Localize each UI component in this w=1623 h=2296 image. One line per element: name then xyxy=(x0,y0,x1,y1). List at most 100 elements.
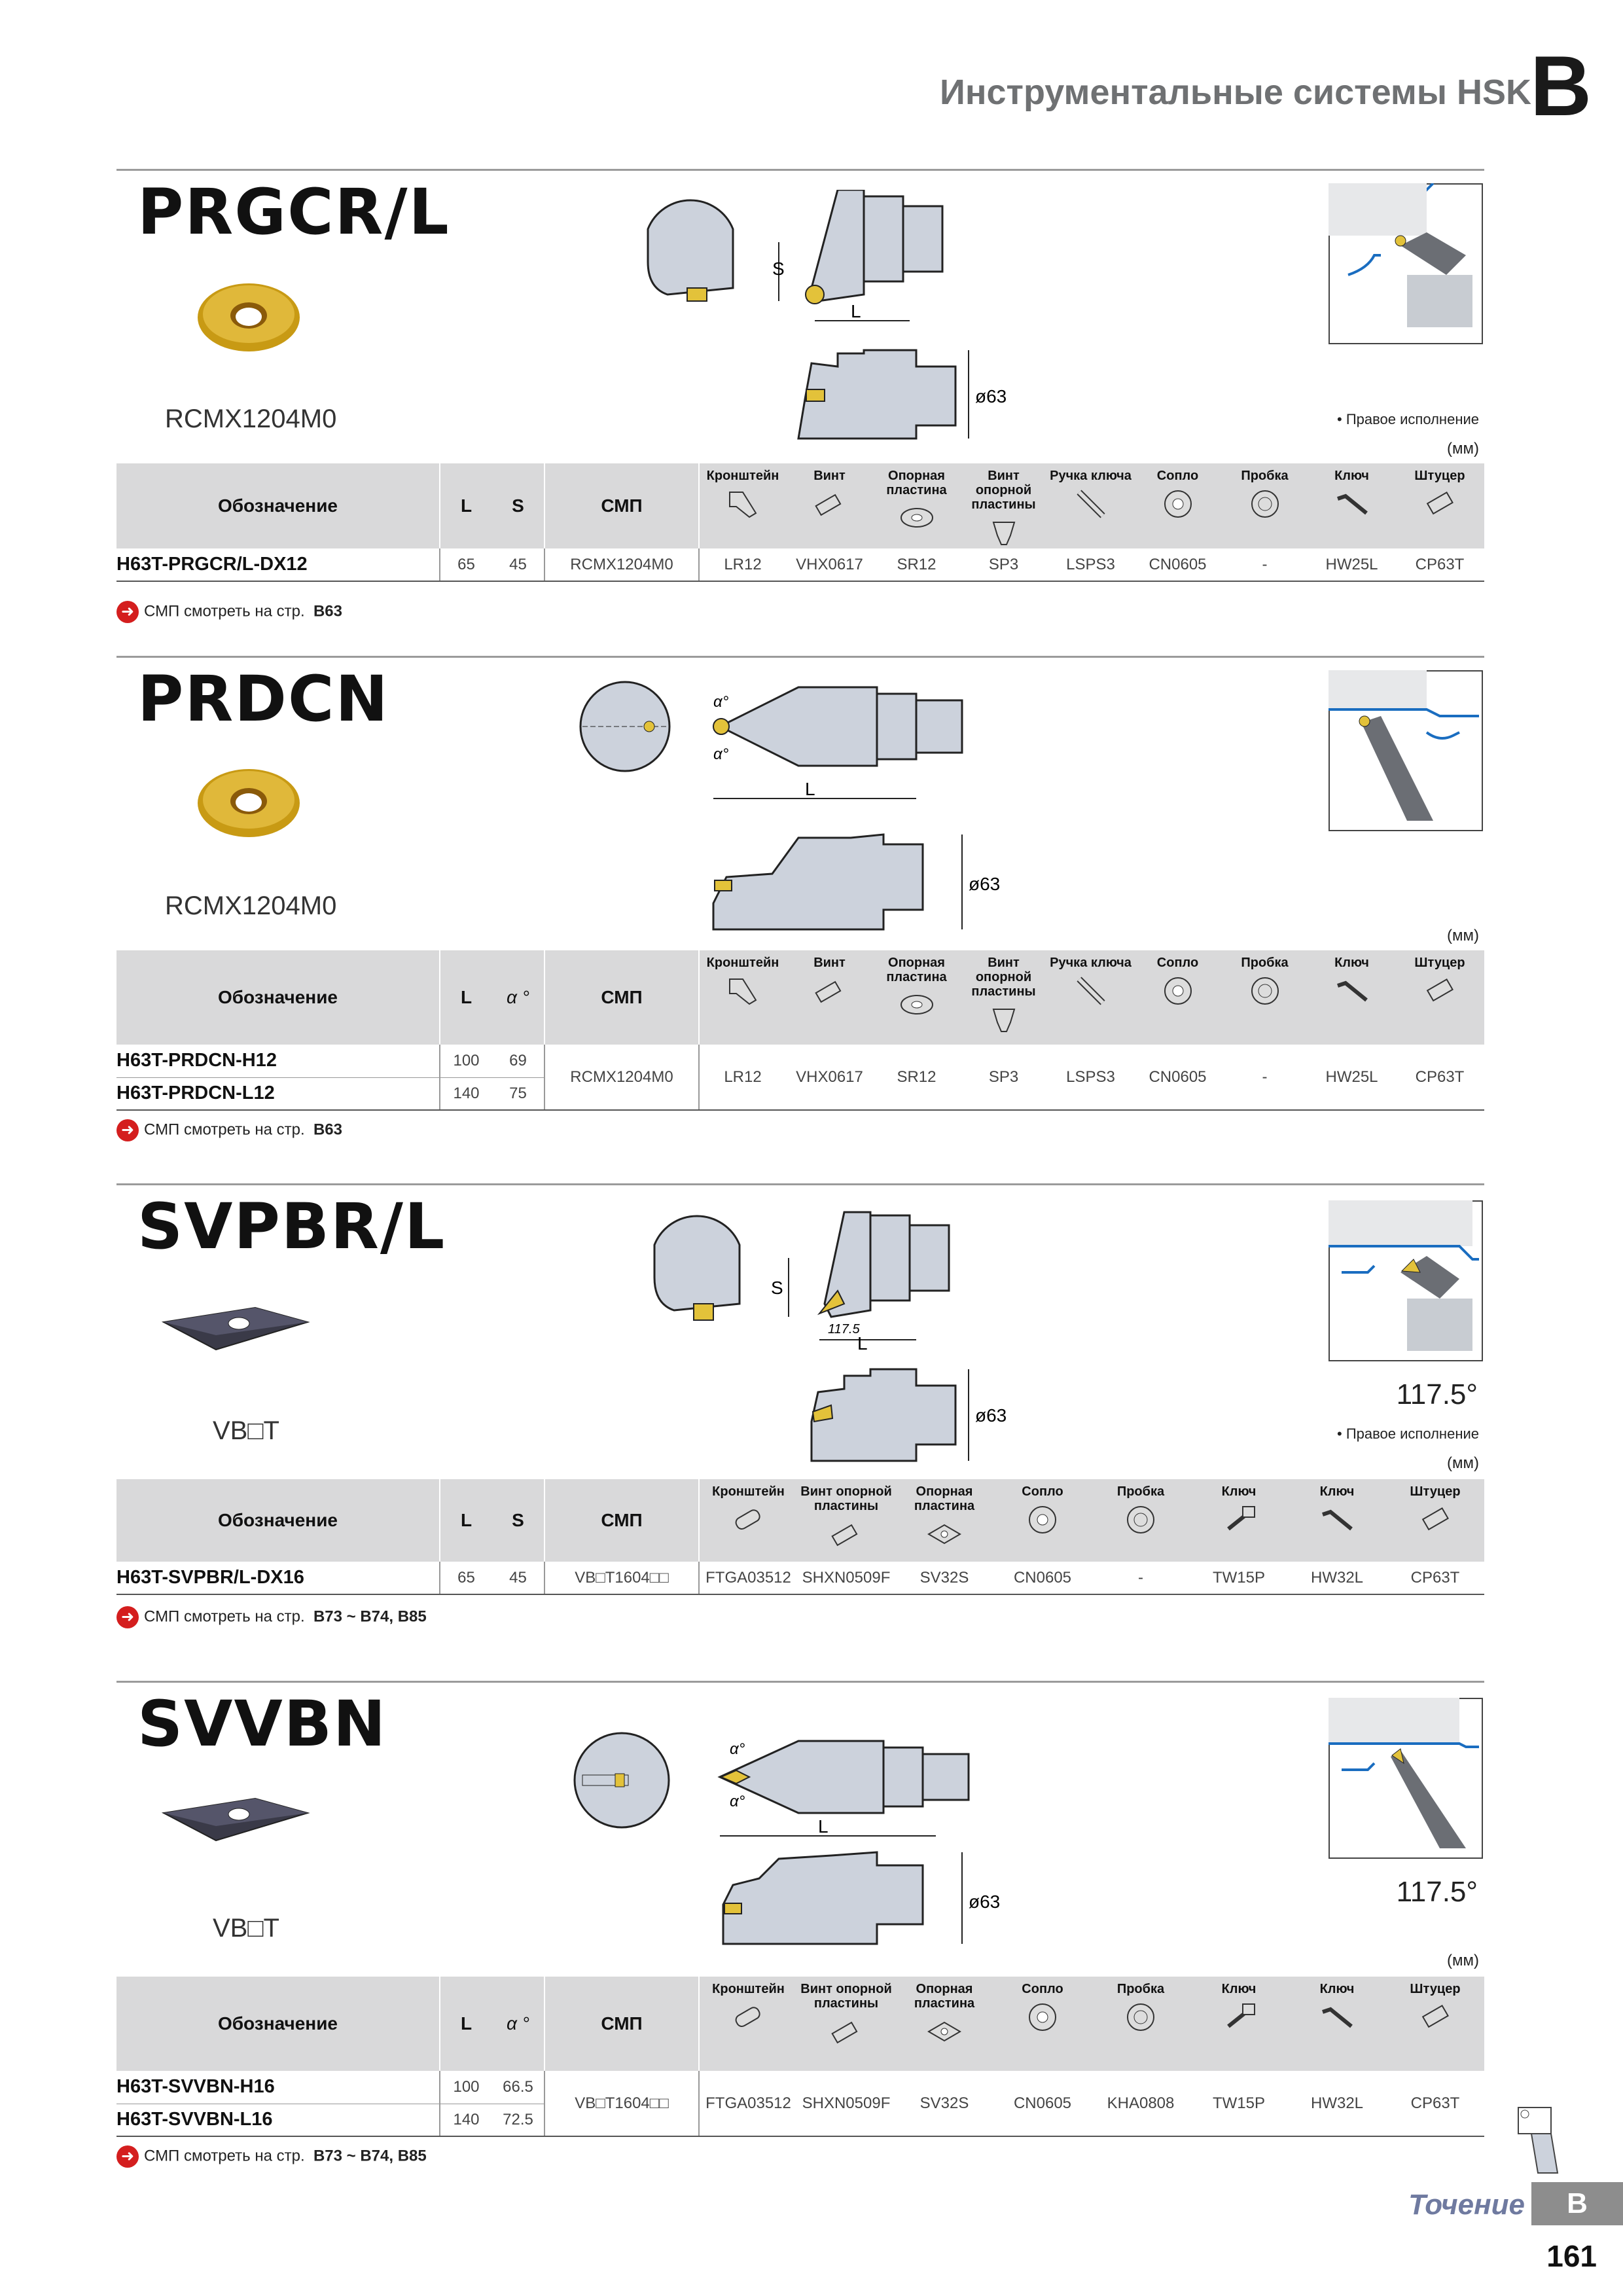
header-l: L xyxy=(439,463,492,548)
hex-key-icon xyxy=(1336,493,1368,515)
header-insert: СМП xyxy=(544,463,699,548)
header-part: Штуцер xyxy=(1395,463,1484,548)
table-row: H63T-PRDCN-L12 140 75 xyxy=(116,1077,1484,1111)
header-insert: СМП xyxy=(544,950,699,1045)
nozzle-icon xyxy=(1029,2003,1056,2031)
header-part: Ключ xyxy=(1288,1479,1386,1562)
section-divider xyxy=(116,1681,1484,1683)
page-reference[interactable]: ➜СМП смотреть на стр. B73 ~ B74, B85 xyxy=(116,2145,427,2168)
plug-icon xyxy=(1251,977,1279,1005)
shim-screw-icon xyxy=(831,2021,858,2044)
header-part: Пробка xyxy=(1092,1479,1190,1562)
units-label: (мм) xyxy=(1447,927,1479,944)
footer-chapter-tab[interactable]: B xyxy=(1531,2182,1623,2225)
header-l: L xyxy=(439,950,492,1045)
page-reference[interactable]: ➜СМП смотреть на стр. B73 ~ B74, B85 xyxy=(116,1606,427,1628)
page-reference[interactable]: ➜СМП смотреть на стр. B63 xyxy=(116,1119,342,1141)
units-label: (мм) xyxy=(1447,1952,1479,1969)
chapter-letter: B xyxy=(1530,38,1592,134)
dim-label-s: S xyxy=(771,1278,783,1298)
header-part: Винт xyxy=(786,950,873,1045)
round-insert-image xyxy=(198,769,300,837)
diameter-label: ø63 xyxy=(969,874,1000,894)
shim-screw-icon xyxy=(992,522,1015,545)
table-row: H63T-SVVBN-L16 140 72.5 xyxy=(116,2104,1484,2137)
header-part: Штуцер xyxy=(1395,950,1484,1045)
tool-drawing: S 117.5 L ø63 xyxy=(653,1211,1007,1462)
header-s: S xyxy=(492,1479,544,1562)
header-part: Кронштейн xyxy=(698,950,786,1045)
section-title: PRGCR/L xyxy=(137,175,450,249)
header-part: Кронштейн xyxy=(698,1977,797,2071)
tool-drawing: α° α° L ø63 xyxy=(573,1732,1000,1945)
screw-icon xyxy=(814,493,841,516)
shim-screw-icon xyxy=(992,1009,1015,1032)
diameter-label: ø63 xyxy=(975,386,1007,406)
spec-table: Обозначение L α ° СМП Кронштейн Винт Опо… xyxy=(116,950,1484,1111)
hex-key-icon xyxy=(1322,1509,1353,1531)
key-handle-icon xyxy=(1076,490,1105,518)
nozzle-icon xyxy=(1164,490,1192,518)
header-part: Винт опорной пластины xyxy=(797,1977,895,2071)
header-part: Пробка xyxy=(1221,463,1308,548)
page-reference[interactable]: ➜СМП смотреть на стр. B63 xyxy=(116,601,342,623)
header-part: Сопло xyxy=(1134,463,1221,548)
section-divider xyxy=(116,169,1484,171)
header-part: Ключ xyxy=(1190,1977,1288,2071)
diameter-label: ø63 xyxy=(969,1892,1000,1912)
rhombic-insert-image xyxy=(161,1797,310,1842)
header-part: Ручка ключа xyxy=(1047,463,1134,548)
approach-angle: 117.5° xyxy=(1396,1876,1478,1908)
header-part: Сопло xyxy=(993,1977,1092,2071)
header-part: Винт опорной пластины xyxy=(960,463,1047,548)
header-part: Опорная пластина xyxy=(895,1479,993,1562)
header-part: Ключ xyxy=(1308,950,1395,1045)
section-title: SVVBN xyxy=(137,1687,387,1761)
shim-icon xyxy=(927,2021,961,2042)
table-row: H63T-SVPBR/L-DX16 65 45 VB□T1604□□ FTGA0… xyxy=(116,1562,1484,1595)
header-insert: СМП xyxy=(544,1479,699,1562)
header-part: Кронштейн xyxy=(698,1479,797,1562)
shim-icon xyxy=(927,1524,961,1545)
right-hand-note: • Правое исполнение xyxy=(1337,1426,1479,1442)
dim-label-alpha: α° xyxy=(713,745,729,763)
nozzle-icon xyxy=(1164,977,1192,1005)
dim-label-angle: 117.5 xyxy=(828,1322,860,1336)
screw-icon xyxy=(814,980,841,1003)
table-row: H63T-SVVBN-H16 100 66.5 VB□T1604□□ FTGA0… xyxy=(116,2071,1484,2137)
arrow-right-icon: ➜ xyxy=(116,1606,139,1628)
spec-table: Обозначение L S СМП Кронштейн Винт Опорн… xyxy=(116,463,1484,582)
spec-table: Обозначение L α ° СМП Кронштейн Винт опо… xyxy=(116,1977,1484,2137)
coupling-icon xyxy=(1421,2004,1449,2028)
header-alpha: α ° xyxy=(492,1977,544,2071)
rhombic-insert-image xyxy=(161,1306,310,1351)
insert-code: RCMX1204M0 xyxy=(165,891,337,920)
dim-label-l: L xyxy=(818,1816,829,1837)
spec-table: Обозначение L S СМП Кронштейн Винт опорн… xyxy=(116,1479,1484,1595)
header-part: Винт опорной пластины xyxy=(797,1479,895,1562)
right-hand-note: • Правое исполнение xyxy=(1337,411,1479,427)
header-designation: Обозначение xyxy=(116,1479,440,1562)
diameter-label: ø63 xyxy=(975,1405,1007,1426)
arrow-right-icon: ➜ xyxy=(116,2145,139,2168)
header-designation: Обозначение xyxy=(116,1977,440,2071)
tool-drawing: S L ø63 xyxy=(647,190,1007,440)
header-part: Ручка ключа xyxy=(1047,950,1134,1045)
approach-angle: 117.5° xyxy=(1396,1378,1478,1410)
clamp-pin-icon xyxy=(735,1509,760,1530)
header-part: Опорная пластина xyxy=(873,950,960,1045)
dim-label-l: L xyxy=(857,1333,868,1354)
key-handle-icon xyxy=(1076,977,1105,1005)
header-insert: СМП xyxy=(544,1977,699,2071)
table-row: H63T-PRDCN-H12 100 69 RCMX1204M0 LR12 VH… xyxy=(116,1045,1484,1111)
header-part: Винт опорной пластины xyxy=(960,950,1047,1045)
coupling-icon xyxy=(1426,491,1454,515)
page-number: 161 xyxy=(1546,2239,1597,2273)
units-label: (мм) xyxy=(1447,1454,1479,1472)
machining-illustration xyxy=(1329,1200,1483,1361)
plug-icon xyxy=(1251,490,1279,518)
header-designation: Обозначение xyxy=(116,463,440,548)
torx-key-icon xyxy=(1227,1506,1255,1531)
section-title: SVPBR/L xyxy=(137,1190,446,1263)
header-part: Кронштейн xyxy=(698,463,786,548)
